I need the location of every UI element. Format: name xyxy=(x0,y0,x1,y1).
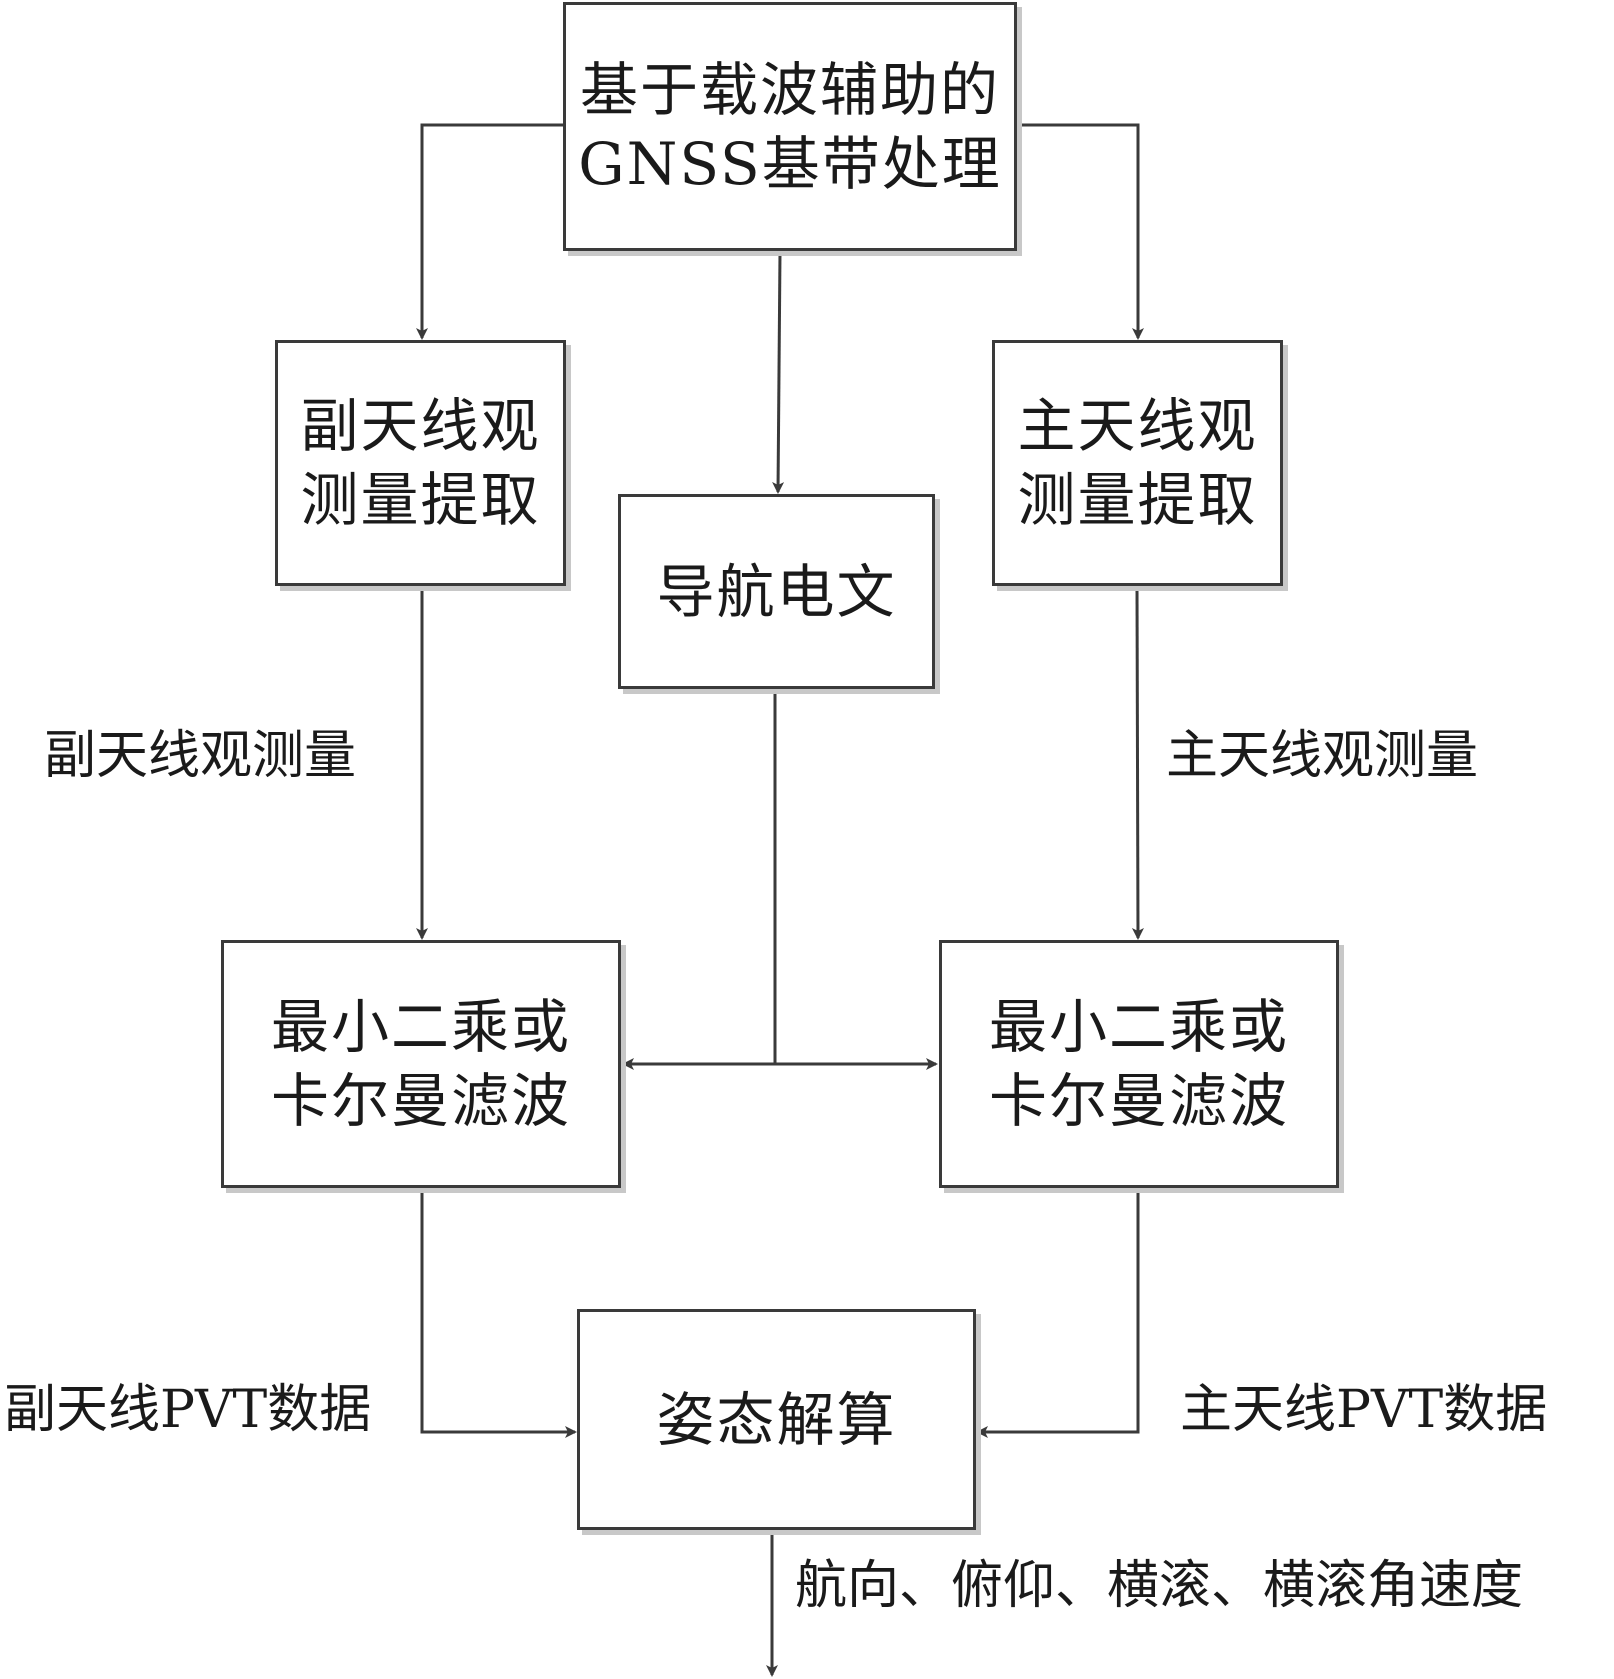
output-attitude-label: 航向、俯仰、横滚、横滚角速度 xyxy=(795,1556,1524,1616)
main-filter-label-line2: 卡尔曼滤波 xyxy=(988,1067,1289,1135)
nav-message-label: 导航电文 xyxy=(656,557,897,626)
aux-pvt-label: 副天线PVT数据 xyxy=(4,1380,372,1440)
arrow-baseband-to-aux-extract xyxy=(416,123,563,340)
main-extract-label-line1: 主天线观 xyxy=(1017,392,1258,460)
main-observation-label: 主天线观测量 xyxy=(1166,726,1479,786)
nav-message-box: 导航电文 xyxy=(618,494,935,689)
aux-antenna-extract-box: 副天线观 测量提取 xyxy=(275,340,566,586)
arrow-baseband-to-nav xyxy=(772,251,785,494)
aux-observation-label: 副天线观测量 xyxy=(44,726,357,786)
arrow-aux-filter-to-attitude xyxy=(420,1188,577,1438)
arrow-main-extract-to-main-filter xyxy=(1131,586,1144,940)
aux-extract-label-line2: 测量提取 xyxy=(300,466,541,534)
baseband-processing-box: 基于载波辅助的 GNSS基带处理 xyxy=(563,2,1017,251)
arrow-main-filter-to-attitude xyxy=(976,1188,1140,1438)
main-antenna-extract-box: 主天线观 测量提取 xyxy=(992,340,1283,586)
attitude-solution-box: 姿态解算 xyxy=(577,1309,976,1530)
baseband-label-line1: 基于载波辅助的 xyxy=(579,55,1000,124)
aux-filter-label-line1: 最小二乘或 xyxy=(270,993,571,1061)
baseband-label-line2: GNSS基带处理 xyxy=(578,129,1002,198)
main-filter-label-line1: 最小二乘或 xyxy=(988,993,1289,1061)
main-filter-box: 最小二乘或 卡尔曼滤波 xyxy=(939,940,1339,1188)
aux-extract-label-line1: 副天线观 xyxy=(300,392,541,460)
attitude-label: 姿态解算 xyxy=(656,1385,897,1454)
main-pvt-label: 主天线PVT数据 xyxy=(1180,1380,1548,1440)
arrow-baseband-to-main-extract xyxy=(1017,123,1144,340)
main-extract-label-line2: 测量提取 xyxy=(1017,466,1258,534)
aux-filter-label-line2: 卡尔曼滤波 xyxy=(270,1067,571,1135)
aux-filter-box: 最小二乘或 卡尔曼滤波 xyxy=(221,940,621,1188)
